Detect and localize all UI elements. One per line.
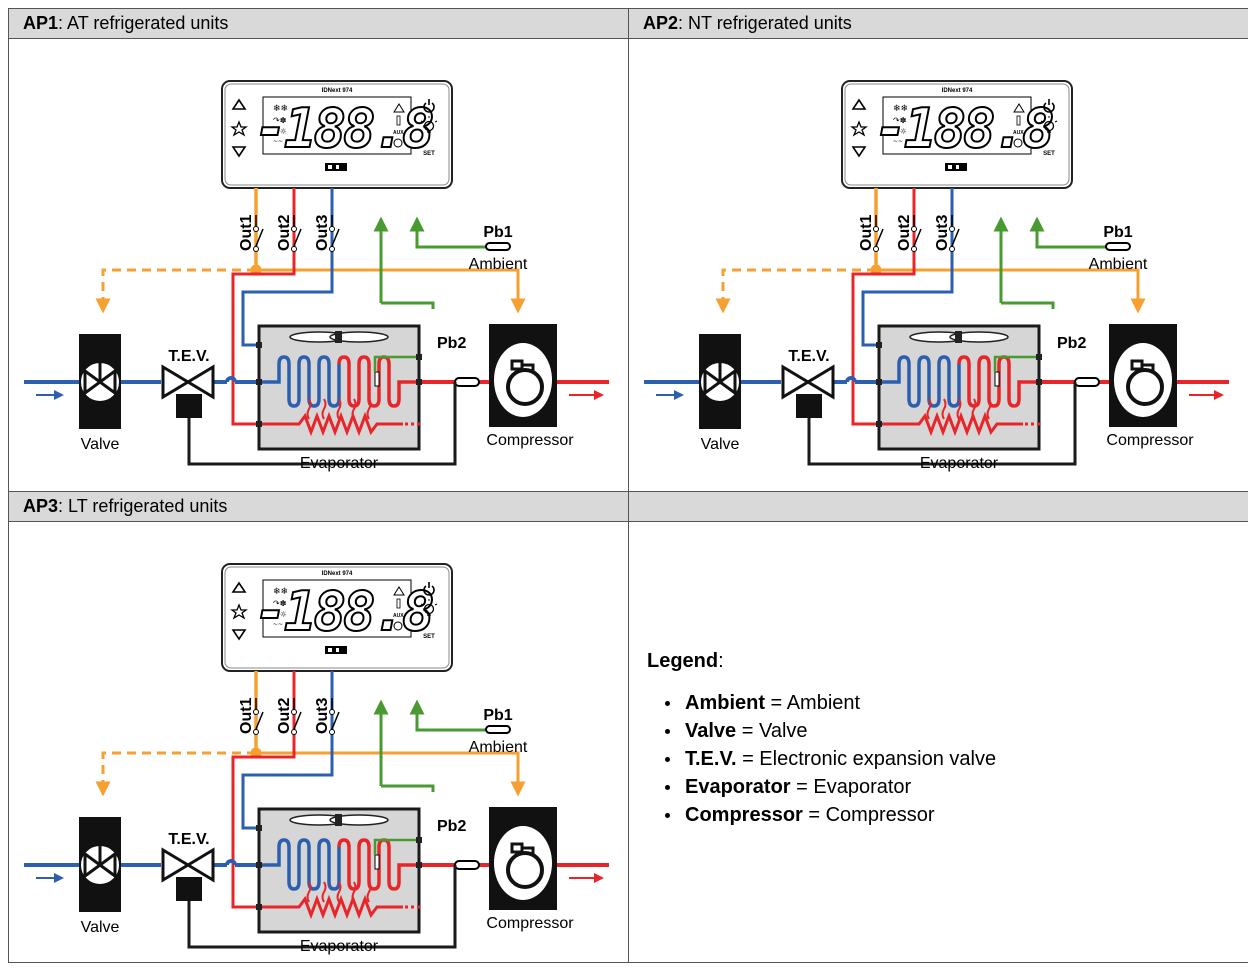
- solenoid-valve: [79, 334, 121, 429]
- legend-item: Valve = Valve: [685, 717, 996, 745]
- pb2-label: Pb2: [1057, 335, 1086, 352]
- legend-item: Evaporator = Evaporator: [685, 773, 996, 801]
- evaporator-label: Evaporator: [300, 455, 379, 472]
- pb1-caption: Ambient: [469, 256, 528, 273]
- legend-item: Ambient = Ambient: [685, 689, 996, 717]
- out3-label: Out3: [314, 214, 331, 251]
- display-digits: -188.8: [874, 97, 1052, 160]
- aux-label: AUX: [393, 130, 404, 136]
- brand-logo: [325, 646, 347, 654]
- legend: Legend: Ambient = Ambient Valve = Valve …: [647, 650, 996, 829]
- out3-label: Out3: [934, 214, 951, 251]
- legend-item: T.E.V. = Electronic expansion valve: [685, 745, 996, 773]
- controller-device: IDNext 974 ❄❄ ↷✽ ↷☼ ~~ -188.8 AUX SET: [842, 81, 1072, 188]
- panel-code: AP2: [643, 13, 678, 33]
- tev-valve: [163, 850, 213, 901]
- device-model-label: IDNext 974: [322, 88, 353, 94]
- display-digits: -188.8: [254, 97, 432, 160]
- out1-label: Out1: [858, 214, 875, 251]
- tev-valve: [783, 367, 833, 418]
- tev-valve: [163, 367, 213, 418]
- compressor-label: Compressor: [486, 915, 574, 932]
- suction-probe: [1075, 378, 1099, 386]
- pb1-label: Pb1: [483, 224, 512, 241]
- panel-code: AP1: [23, 13, 58, 33]
- out2-label: Out2: [896, 214, 913, 251]
- set-label: SET: [1043, 151, 1055, 157]
- refrigeration-diagram: IDNext 974 ❄❄ ↷✽ ↷☼ ~~ -188.8 AUX SET Ou…: [9, 39, 629, 491]
- evaporator-unit: [256, 809, 422, 932]
- out1-label: Out1: [238, 697, 255, 734]
- refrigeration-diagram: IDNext 974 ❄❄ ↷✽ ↷☼ ~~ -188.8 AUX SET Ou…: [9, 522, 629, 974]
- valve-label: Valve: [81, 436, 120, 453]
- tev-label: T.E.V.: [168, 348, 209, 365]
- diagram-ap2: IDNext 974 ❄❄ ↷✽ ↷☼ ~~ -188.8 AUX SET Ou…: [629, 39, 1248, 491]
- evaporator-label: Evaporator: [300, 938, 379, 955]
- panel-code: AP3: [23, 496, 58, 516]
- out2-label: Out2: [276, 214, 293, 251]
- panel-header-ap2: AP2: NT refrigerated units: [629, 9, 1248, 39]
- compressor-icon: [1109, 324, 1177, 427]
- pb1-caption: Ambient: [469, 739, 528, 756]
- panel-title: : NT refrigerated units: [678, 13, 852, 33]
- legend-list: Ambient = Ambient Valve = Valve T.E.V. =…: [647, 689, 996, 829]
- application-table: AP1: AT refrigerated units AP2: NT refri…: [8, 8, 1248, 963]
- evaporator-unit: [256, 326, 422, 449]
- panel-header-ap3: AP3: LT refrigerated units: [9, 492, 629, 522]
- brand-logo: [325, 163, 347, 171]
- device-model-label: IDNext 974: [942, 88, 973, 94]
- panel-header-ap1: AP1: AT refrigerated units: [9, 9, 629, 39]
- out3-label: Out3: [314, 697, 331, 734]
- compressor-icon: [489, 324, 557, 427]
- set-label: SET: [423, 634, 435, 640]
- controller-device: IDNext 974 ❄❄ ↷✽ ↷☼ ~~ -188.8 AUX SET: [222, 81, 452, 188]
- pb2-label: Pb2: [437, 335, 466, 352]
- pb1-label: Pb1: [483, 707, 512, 724]
- panel-title: : LT refrigerated units: [58, 496, 227, 516]
- set-label: SET: [423, 151, 435, 157]
- solenoid-valve: [699, 334, 741, 429]
- panel-ap1: IDNext 974 ❄❄ ↷✽ ↷☼ ~~ -188.8 AUX SET Ou…: [9, 39, 629, 492]
- compressor-icon: [489, 807, 557, 910]
- diagram-ap3: IDNext 974 ❄❄ ↷✽ ↷☼ ~~ -188.8 AUX SET Ou…: [9, 522, 628, 962]
- aux-label: AUX: [393, 613, 404, 619]
- legend-title: Legend:: [647, 650, 996, 673]
- refrigeration-diagram: IDNext 974 ❄❄ ↷✽ ↷☼ ~~ -188.8 AUX SET Ou…: [629, 39, 1248, 491]
- solenoid-valve: [79, 817, 121, 912]
- evaporator-unit: [876, 326, 1042, 449]
- brand-logo: [945, 163, 967, 171]
- diagram-ap1: IDNext 974 ❄❄ ↷✽ ↷☼ ~~ -188.8 AUX SET Ou…: [9, 39, 628, 491]
- panel-title: : AT refrigerated units: [58, 13, 228, 33]
- tev-label: T.E.V.: [168, 831, 209, 848]
- compressor-label: Compressor: [486, 432, 574, 449]
- pb1-probe: [1106, 243, 1130, 250]
- display-digits: -188.8: [254, 580, 432, 643]
- tev-label: T.E.V.: [788, 348, 829, 365]
- aux-label: AUX: [1013, 130, 1024, 136]
- suction-probe: [455, 378, 479, 386]
- compressor-label: Compressor: [1106, 432, 1194, 449]
- valve-label: Valve: [701, 436, 740, 453]
- panel-ap2: IDNext 974 ❄❄ ↷✽ ↷☼ ~~ -188.8 AUX SET Ou…: [629, 39, 1248, 492]
- pb1-probe: [486, 726, 510, 733]
- panel-ap3: IDNext 974 ❄❄ ↷✽ ↷☼ ~~ -188.8 AUX SET Ou…: [9, 522, 629, 963]
- pb1-probe: [486, 243, 510, 250]
- pb2-label: Pb2: [437, 818, 466, 835]
- out1-label: Out1: [238, 214, 255, 251]
- panel-header-empty: [629, 492, 1248, 522]
- pb1-label: Pb1: [1103, 224, 1132, 241]
- controller-device: IDNext 974 ❄❄ ↷✽ ↷☼ ~~ -188.8 AUX SET: [222, 564, 452, 671]
- valve-label: Valve: [81, 919, 120, 936]
- device-model-label: IDNext 974: [322, 571, 353, 577]
- pb1-caption: Ambient: [1089, 256, 1148, 273]
- legend-cell: Legend: Ambient = Ambient Valve = Valve …: [629, 522, 1248, 963]
- legend-item: Compressor = Compressor: [685, 801, 996, 829]
- suction-probe: [455, 861, 479, 869]
- evaporator-label: Evaporator: [920, 455, 999, 472]
- out2-label: Out2: [276, 697, 293, 734]
